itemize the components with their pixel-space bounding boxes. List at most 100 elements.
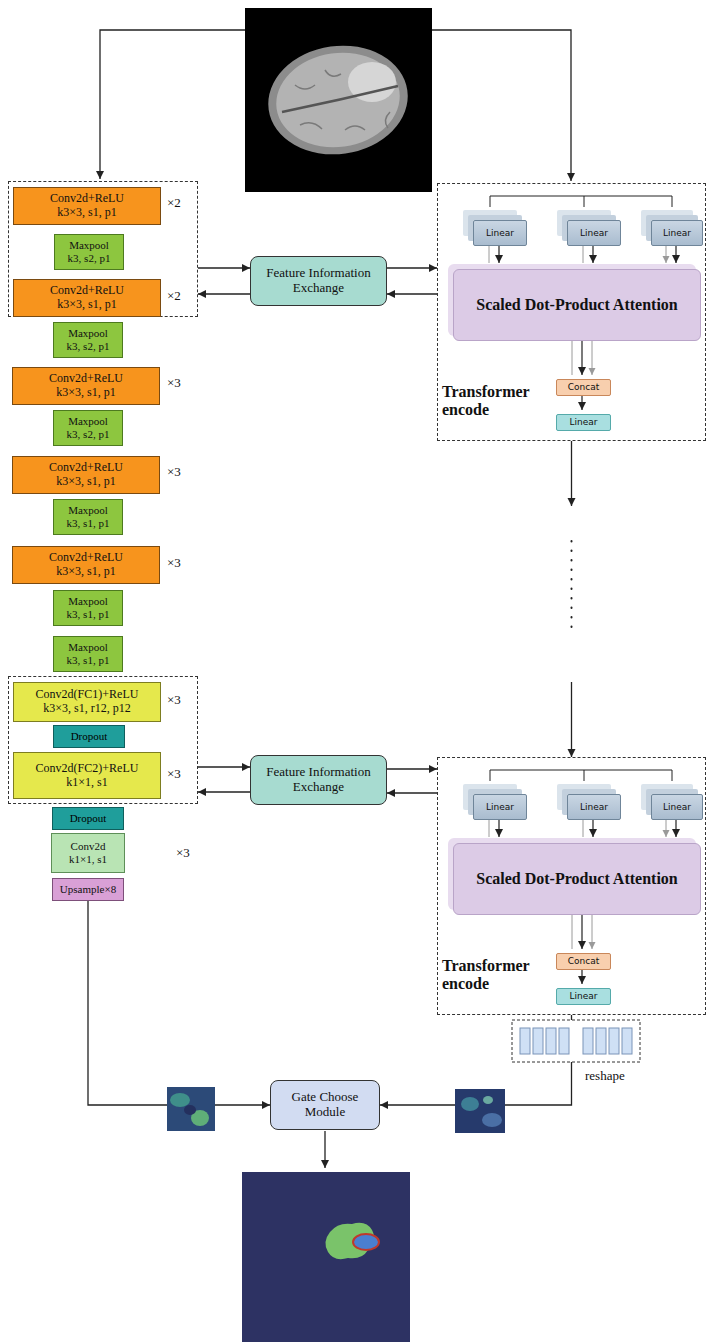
split-bracket: [490, 196, 672, 207]
process-box: Linear: [567, 220, 621, 246]
group-box: Transformer encodeLinearLinearLinearScal…: [437, 183, 706, 441]
group-label: Transformer encode: [442, 383, 552, 420]
attention-input-line: [489, 820, 666, 837]
process-box: Feature Information Exchange: [250, 755, 387, 805]
connector-arrow: [198, 767, 250, 768]
attention-input-arrow: [675, 820, 676, 837]
box-label: Maxpool k3, s1, p1: [60, 504, 116, 529]
box-label: Maxpool k3, s2, p1: [61, 239, 117, 264]
process-box: Conv2d(FC2)+ReLU k1×1, s1: [13, 752, 161, 799]
feature-blob: [461, 1097, 479, 1111]
connector-segment: [198, 267, 250, 268]
group-box: ×3×3Conv2d(FC1)+ReLU k3×3, s1, r12, p12D…: [8, 676, 198, 804]
process-box: Conv2d+ReLU k3×3, s1, p1: [12, 546, 160, 584]
process-box: Conv2d+ReLU k3×3, s1, p1: [12, 456, 160, 494]
box-label: Upsample×8: [60, 883, 116, 896]
box-label: Linear: [663, 802, 691, 812]
process-box: Conv2d(FC1)+ReLU k3×3, s1, r12, p12: [13, 682, 161, 722]
connector-arrow: [387, 793, 437, 794]
tumor-core: [353, 1234, 379, 1250]
box-label: Linear: [486, 228, 514, 238]
box-label: Linear: [570, 991, 598, 1001]
process-box: Maxpool k3, s1, p1: [53, 499, 123, 535]
group-label: Transformer encode: [442, 957, 552, 994]
box-label: Maxpool k3, s1, p1: [60, 595, 116, 620]
group-label: ×2: [167, 196, 191, 211]
box-label: Maxpool k3, s2, p1: [60, 415, 116, 440]
process-box: Linear: [473, 220, 527, 246]
process-box: Feature Information Exchange: [250, 256, 387, 306]
process-box: Conv2d k1×1, s1: [51, 833, 125, 873]
concat-input-line: [572, 915, 592, 949]
connector-arrow: [387, 294, 437, 295]
box-label: Conv2d+ReLU k3×3, s1, p1: [40, 551, 132, 579]
token: [583, 1028, 593, 1054]
process-box: Gate Choose Module: [270, 1080, 380, 1130]
box-label: Linear: [486, 802, 514, 812]
process-box: Linear: [473, 794, 527, 820]
connector-arrow: [88, 901, 270, 1106]
concat-input-arrow: [581, 341, 582, 375]
box-label: Maxpool k3, s1, p1: [60, 641, 116, 666]
process-box: Maxpool k3, s2, p1: [54, 234, 124, 270]
feature-blob: [184, 1105, 196, 1115]
connector-arrow: [387, 268, 437, 269]
token: [622, 1028, 632, 1054]
box-label: Conv2d+ReLU k3×3, s1, p1: [41, 192, 133, 220]
box-label: Scaled Dot-Product Attention: [476, 870, 677, 888]
reshape-block: [512, 1020, 640, 1062]
concat-output-arrow: [581, 970, 582, 984]
box-label: Maxpool k3, s2, p1: [60, 327, 116, 352]
concat-input-line: [572, 341, 592, 375]
box-label: Concat: [568, 382, 600, 392]
process-box: Maxpool k3, s1, p1: [53, 636, 123, 672]
token: [533, 1028, 543, 1054]
brain-tissue: [270, 45, 406, 155]
cnn-feature-map: [167, 1087, 215, 1131]
box-label: Conv2d+ReLU k3×3, s1, p1: [40, 372, 132, 400]
split-bracket: [490, 770, 672, 781]
connector-segment: [198, 791, 250, 792]
box-label: Linear: [580, 802, 608, 812]
box-label: Gate Choose Module: [278, 1090, 373, 1120]
group-label: ×3: [167, 767, 191, 782]
process-box: Upsample×8: [52, 878, 124, 901]
process-box: Linear: [651, 220, 703, 246]
process-box: Linear: [567, 794, 621, 820]
box-label: Feature Information Exchange: [260, 266, 378, 296]
transformer-feature-map: [455, 1089, 505, 1133]
process-box: Maxpool k3, s2, p1: [53, 322, 123, 358]
token: [609, 1028, 619, 1054]
box-label: Conv2d(FC2)+ReLU k1×1, s1: [28, 762, 146, 790]
connector-arrow: [198, 268, 250, 269]
token: [596, 1028, 606, 1054]
box-label: Conv2d+ReLU k3×3, s1, p1: [41, 284, 133, 312]
process-box: Linear: [556, 414, 611, 431]
connector-segment: [387, 267, 437, 268]
box-label: Linear: [580, 228, 608, 238]
connector-segment: [571, 541, 573, 632]
box-label: Conv2d(FC1)+ReLU k3×3, s1, r12, p12: [28, 688, 146, 716]
process-box: Concat: [556, 379, 611, 396]
connector-arrow: [571, 441, 572, 757]
token: [546, 1028, 556, 1054]
connector-arrow: [198, 792, 250, 793]
process-box: Dropout: [52, 807, 124, 830]
attention-input-line: [489, 246, 666, 263]
feature-blob: [483, 1096, 493, 1104]
group-label: ×2: [167, 289, 191, 304]
box-label: Conv2d+ReLU k3×3, s1, p1: [40, 461, 132, 489]
group-box: ×2×2Conv2d+ReLU k3×3, s1, p1Maxpool k3, …: [8, 181, 198, 317]
connector-segment: [198, 766, 250, 767]
connector-segment: [88, 901, 270, 1106]
attention-input-arrow: [592, 246, 593, 263]
multiplier-label: ×3: [167, 555, 181, 571]
box-label: Linear: [570, 417, 598, 427]
box-label: Conv2d k1×1, s1: [57, 840, 119, 865]
connector-segment: [387, 768, 437, 769]
box-label: Feature Information Exchange: [260, 765, 378, 795]
mri-frame: [245, 8, 432, 192]
process-box: Conv2d+ReLU k3×3, s1, p1: [13, 187, 161, 225]
multiplier-label: ×3: [167, 375, 181, 391]
